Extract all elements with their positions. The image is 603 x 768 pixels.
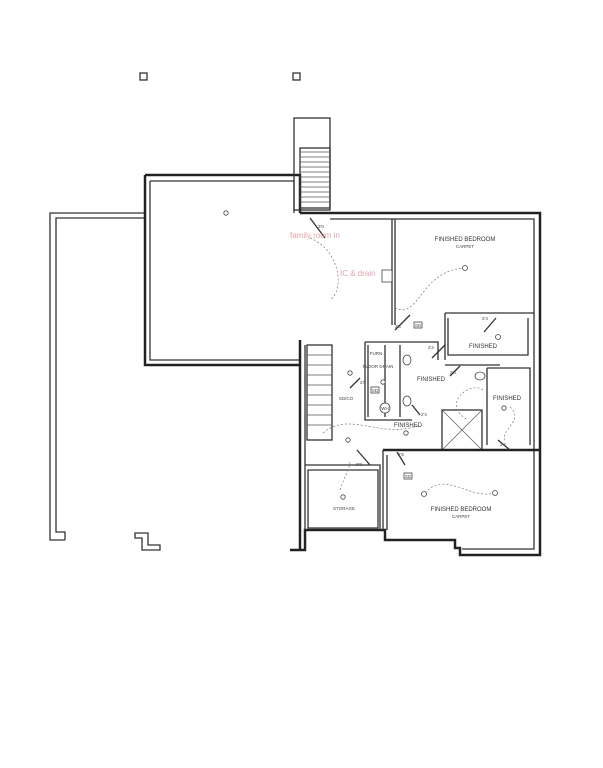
door-size: 2'6 bbox=[395, 324, 401, 329]
room-label-closet-right: FINISHED bbox=[493, 396, 522, 402]
door-size: 2'4 bbox=[428, 345, 434, 350]
room-label-bedroom-top: FINISHED BEDROOM bbox=[435, 237, 496, 243]
garage-outline bbox=[49, 212, 161, 551]
door-size: 2'8 bbox=[360, 380, 366, 385]
room-label-bedroom-bottom: FINISHED BEDROOM bbox=[431, 507, 492, 513]
doors bbox=[309, 217, 511, 466]
stairs-lower bbox=[306, 344, 333, 441]
door-size: 2'4 bbox=[421, 412, 427, 417]
bedroom-wing-walls bbox=[290, 211, 542, 557]
door-size: 2'4 bbox=[450, 370, 456, 375]
stairs-upper bbox=[293, 117, 331, 211]
door-size: 2'4 bbox=[500, 442, 506, 447]
floor-label-bedroom-top: CARPET bbox=[456, 244, 475, 249]
room-label-hall: FINISHED bbox=[394, 423, 423, 429]
room-label-bath: FINISHED bbox=[417, 377, 446, 383]
door-size: 2'6 bbox=[398, 452, 404, 457]
family-room-walls bbox=[143, 173, 302, 367]
handwritten-note: IC & drain bbox=[340, 269, 376, 278]
label-sump: SD/CO bbox=[339, 396, 354, 401]
label-floor-drain: FLOOR DRAIN bbox=[363, 364, 394, 369]
room-label-storage: STORAGE bbox=[333, 506, 355, 511]
smoke-detector-tag: SD bbox=[372, 388, 379, 393]
room-label-closet-top: FINISHED bbox=[469, 344, 498, 350]
smoke-detector-tag: SD bbox=[415, 323, 422, 328]
door-size: 2'4 bbox=[482, 316, 488, 321]
floor-label-bedroom-bottom: CARPET bbox=[452, 514, 471, 519]
registration-mark bbox=[139, 72, 148, 81]
electrical-wiring bbox=[309, 237, 516, 495]
label-furnace: FURN bbox=[370, 351, 383, 356]
door-size: 3'0 bbox=[318, 224, 324, 229]
smoke-detector-tag: SD bbox=[405, 474, 412, 479]
label-water-heater: WH bbox=[381, 406, 389, 411]
door-size: 3'0 bbox=[356, 462, 362, 467]
light-fixtures bbox=[223, 210, 507, 500]
handwritten-note: family room in bbox=[290, 231, 340, 240]
registration-mark bbox=[292, 72, 301, 81]
